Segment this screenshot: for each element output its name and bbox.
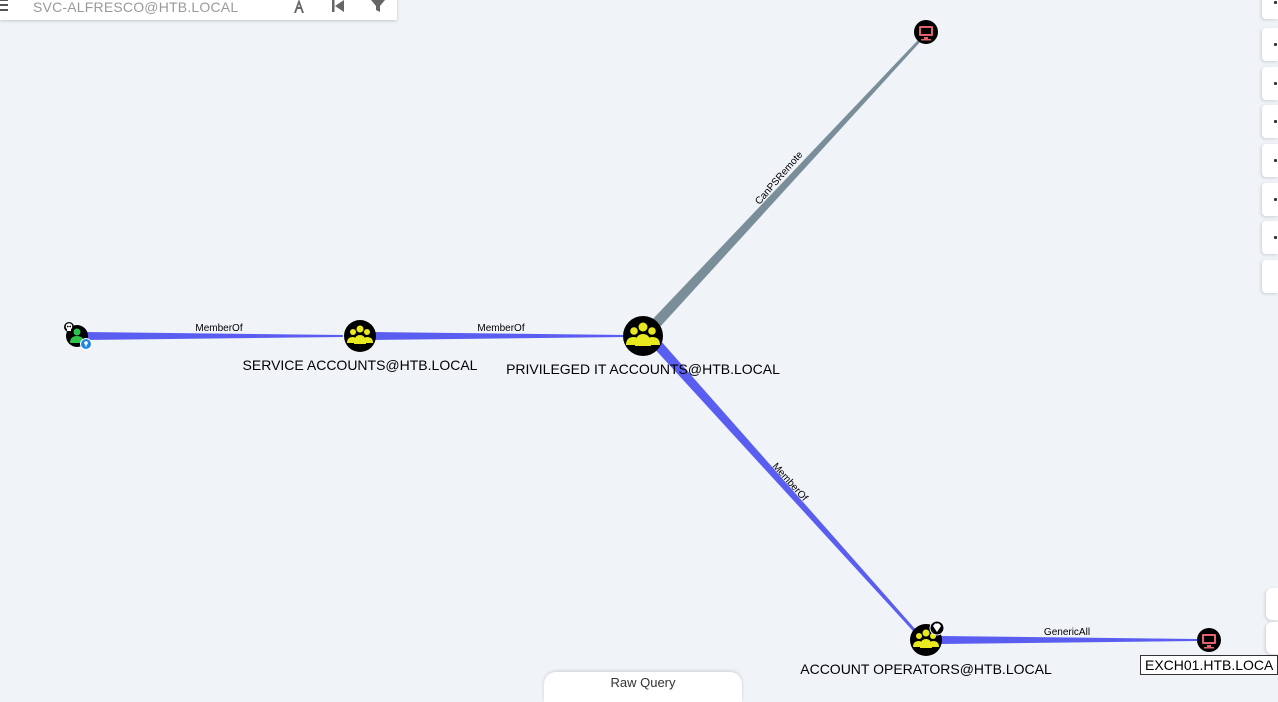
side-button-3[interactable] <box>1262 67 1278 100</box>
side-button-7[interactable] <box>1262 221 1278 254</box>
group-icon <box>347 325 373 344</box>
raw-query-button[interactable]: Raw Query <box>544 672 742 702</box>
node-exch01[interactable] <box>1197 628 1221 652</box>
path-icon[interactable] <box>291 0 307 14</box>
computer-icon <box>919 26 933 41</box>
side-button-2[interactable] <box>1262 28 1278 61</box>
node-service-accounts[interactable] <box>344 320 376 352</box>
node-account-operators[interactable] <box>910 620 945 656</box>
node-label-privileged-it: PRIVILEGED IT ACCOUNTS@HTB.LOCAL <box>506 361 780 377</box>
menu-icon[interactable] <box>0 0 8 11</box>
node-computer-top[interactable] <box>914 20 938 44</box>
edge-memberof-privileged-operators[interactable] <box>652 340 916 631</box>
node-privileged-it[interactable] <box>623 316 663 356</box>
node-user[interactable] <box>64 322 92 350</box>
side-button-5[interactable] <box>1262 144 1278 177</box>
side-button-bottom-2[interactable] <box>1266 622 1278 654</box>
skull-badge <box>64 322 74 332</box>
edge-label-memberof-3: MemberOf <box>770 461 810 504</box>
edge-canpsremote[interactable] <box>650 39 921 328</box>
user-icon <box>70 328 84 343</box>
search-input[interactable]: SVC-ALFRESCO@HTB.LOCAL <box>33 0 239 15</box>
node-label-service-accounts: SERVICE ACCOUNTS@HTB.LOCAL <box>243 357 478 373</box>
owned-badge <box>80 338 92 350</box>
search-bar: SVC-ALFRESCO@HTB.LOCAL <box>0 0 397 20</box>
edge-label-canpsremote: CanPSRemote <box>753 149 805 207</box>
edge-memberof-service-privileged[interactable] <box>374 332 627 340</box>
graph-canvas[interactable]: MemberOf MemberOf CanPSRemote MemberOf G… <box>0 0 1278 685</box>
node-label-exch01: EXCH01.HTB.LOCA <box>1140 655 1278 675</box>
edge-genericall[interactable] <box>940 636 1198 644</box>
edge-label-memberof-1: MemberOf <box>195 323 242 334</box>
filter-icon[interactable] <box>370 0 386 14</box>
edge-memberof-user-service[interactable] <box>85 332 343 340</box>
side-button-bottom-1[interactable] <box>1266 588 1278 620</box>
edge-label-memberof-2: MemberOf <box>477 323 524 334</box>
side-button-4[interactable] <box>1262 105 1278 138</box>
high-value-badge <box>929 620 945 636</box>
edge-label-genericall: GenericAll <box>1044 627 1090 638</box>
back-icon[interactable] <box>330 0 346 14</box>
computer-icon <box>1202 634 1216 649</box>
node-label-account-operators: ACCOUNT OPERATORS@HTB.LOCAL <box>800 661 1052 677</box>
group-icon <box>626 322 660 346</box>
side-button-6[interactable] <box>1262 183 1278 216</box>
side-button-8[interactable] <box>1262 260 1278 293</box>
side-button-1[interactable] <box>1262 0 1278 19</box>
